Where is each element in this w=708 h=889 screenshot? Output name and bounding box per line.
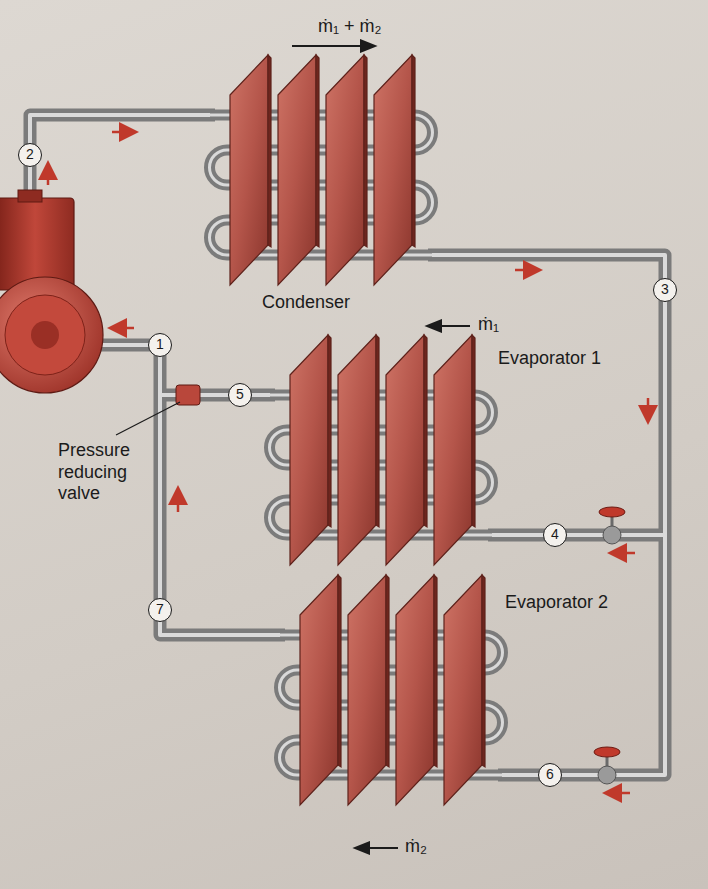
- callout-number: 5: [228, 383, 252, 407]
- compressor: [0, 190, 103, 393]
- flow-rate-label: ṁ₁ + ṁ₂: [318, 16, 382, 38]
- callout-number: 7: [148, 598, 172, 622]
- component-label: Evaporator 1: [498, 348, 601, 370]
- callout-number: 3: [653, 278, 677, 302]
- callout-number: 4: [543, 523, 567, 547]
- evaporator-coil: [280, 575, 503, 805]
- component-label: Pressure reducing valve: [58, 440, 143, 505]
- flow-rate-label: ṁ₁: [478, 314, 499, 336]
- flow-arrows: [48, 132, 648, 793]
- expansion-valve: [599, 507, 625, 544]
- leader-line: [116, 402, 180, 435]
- component-label: Condenser: [262, 292, 350, 314]
- condenser-coil: [210, 55, 433, 285]
- callout-number: 6: [538, 763, 562, 787]
- mass-flow-arrows: [292, 46, 470, 848]
- expansion-valve: [594, 747, 620, 784]
- callout-number: 2: [18, 143, 42, 167]
- evaporator-coil: [270, 335, 493, 565]
- flow-rate-label: ṁ₂: [405, 836, 427, 858]
- component-label: Evaporator 2: [505, 592, 608, 614]
- callout-number: 1: [148, 333, 172, 357]
